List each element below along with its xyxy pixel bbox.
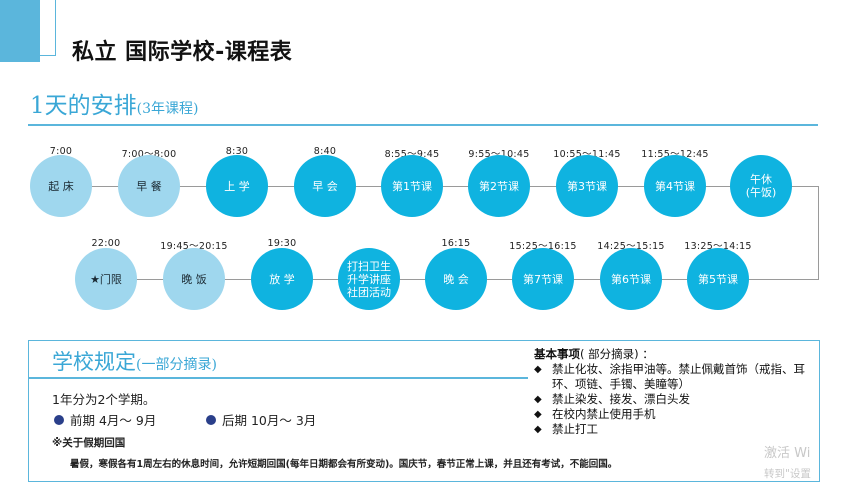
- rules-box: [28, 340, 820, 482]
- basic-rule-text: 禁止打工: [552, 422, 598, 436]
- rules-subtitle: (一部分摘录): [136, 357, 217, 373]
- basic-rules-heading-bold: 基本事项: [534, 347, 580, 361]
- time-label: 7:00～8:00: [104, 146, 194, 160]
- basic-rule-text: 在校内禁止使用手机: [552, 407, 656, 421]
- time-label: 16:15: [441, 238, 471, 249]
- time-label: 19:30: [267, 238, 297, 249]
- accent-frame: [22, 0, 56, 56]
- accent-block: [0, 0, 40, 62]
- basic-rule-item: ◆ 禁止染发、接发、漂白头发: [534, 392, 824, 407]
- watermark-line1: 激活 Wi: [764, 446, 811, 461]
- time-label: 8:30: [225, 146, 249, 157]
- schedule-node: 第4节课: [644, 155, 706, 217]
- holiday-note-text: 暑假，寒假各有1周左右的休息时间，允许短期回国(每年日期都会有所变动)。国庆节，…: [70, 459, 618, 470]
- schedule-node: 第1节课: [381, 155, 443, 217]
- basic-rules: 基本事项( 部分摘录) ： ◆ 禁止化妆、涂指甲油等。禁止佩戴首饰（戒指、耳环、项…: [534, 347, 824, 437]
- holiday-note-title: ※关于假期回国: [52, 437, 126, 449]
- schedule-node: 上 学: [206, 155, 268, 217]
- activation-watermark: 激活 Wi 转到"设置: [764, 444, 811, 484]
- basic-rule-text: 禁止化妆、涂指甲油等。禁止佩戴首饰（戒指、耳环、项链、手镯、美瞳等）: [552, 362, 805, 391]
- period-second-text: 后期 10月～ 3月: [222, 413, 317, 428]
- diamond-bullet-icon: ◆: [534, 424, 542, 435]
- schedule-node: 放 学: [251, 248, 313, 310]
- time-label: 22:00: [91, 238, 121, 249]
- schedule-node: 打扫卫生 升学讲座 社团活动: [338, 248, 400, 310]
- schedule-node: 晚 会: [425, 248, 487, 310]
- basic-rules-heading-rest: ( 部分摘录) ：: [580, 347, 654, 361]
- schedule-node: 第2节课: [468, 155, 530, 217]
- period-first-text: 前期 4月～ 9月: [70, 413, 157, 428]
- schedule-title-rule: [28, 124, 818, 126]
- schedule-title: 1天的安排(3年课程): [30, 86, 198, 120]
- diamond-bullet-icon: ◆: [534, 409, 542, 420]
- schedule-node: 第5节课: [687, 248, 749, 310]
- rules-title-rule: [28, 377, 528, 379]
- basic-rules-heading: 基本事项( 部分摘录) ：: [534, 347, 824, 362]
- right-vertical-connector: [818, 186, 819, 280]
- time-label: 19:45～20:15: [160, 241, 228, 252]
- schedule-subtitle: (3年课程): [136, 101, 199, 117]
- basic-rule-text: 禁止染发、接发、漂白头发: [552, 392, 690, 406]
- schedule-node: ★门限: [75, 248, 137, 310]
- schedule-node: 第7节课: [512, 248, 574, 310]
- diamond-bullet-icon: ◆: [534, 364, 542, 375]
- time-label: 7:00: [49, 146, 73, 157]
- time-label: 8:40: [313, 146, 337, 157]
- basic-rule-item: ◆ 禁止化妆、涂指甲油等。禁止佩戴首饰（戒指、耳环、项链、手镯、美瞳等）: [534, 362, 824, 392]
- watermark-line2: 转到"设置: [764, 468, 811, 480]
- diamond-bullet-icon: ◆: [534, 394, 542, 405]
- basic-rule-item: ◆ 禁止打工: [534, 422, 824, 437]
- period-first: 前期 4月～ 9月: [54, 410, 156, 429]
- time-label: 10:55～11:45: [542, 146, 632, 160]
- period-second: 后期 10月～ 3月: [206, 410, 316, 429]
- time-label: 15:25～16:15: [509, 241, 577, 252]
- page-title: 私立 国际学校-课程表: [72, 40, 293, 65]
- rules-title: 学校规定(一部分摘录): [52, 346, 217, 376]
- time-label: 9:55～10:45: [454, 146, 544, 160]
- schedule-node: 早 餐: [118, 155, 180, 217]
- schedule-node: 午休 (午饭): [730, 155, 792, 217]
- schedule-node: 第6节课: [600, 248, 662, 310]
- bullet-dot-icon: [54, 414, 64, 425]
- semester-text: 1年分为2个学期。: [52, 392, 156, 407]
- schedule-node: 晚 饭: [163, 248, 225, 310]
- time-label: 13:25～14:15: [684, 241, 752, 252]
- schedule-node: 起 床: [30, 155, 92, 217]
- time-label: 14:25～15:15: [597, 241, 665, 252]
- schedule-title-text: 1天的安排: [30, 93, 137, 119]
- bullet-dot-icon: [206, 414, 216, 425]
- rules-title-text: 学校规定: [52, 350, 136, 374]
- schedule-node: 第3节课: [556, 155, 618, 217]
- time-label: 8:55～9:45: [367, 146, 457, 160]
- basic-rule-item: ◆ 在校内禁止使用手机: [534, 407, 824, 422]
- time-label: 11:55～12:45: [630, 146, 720, 160]
- schedule-node: 早 会: [294, 155, 356, 217]
